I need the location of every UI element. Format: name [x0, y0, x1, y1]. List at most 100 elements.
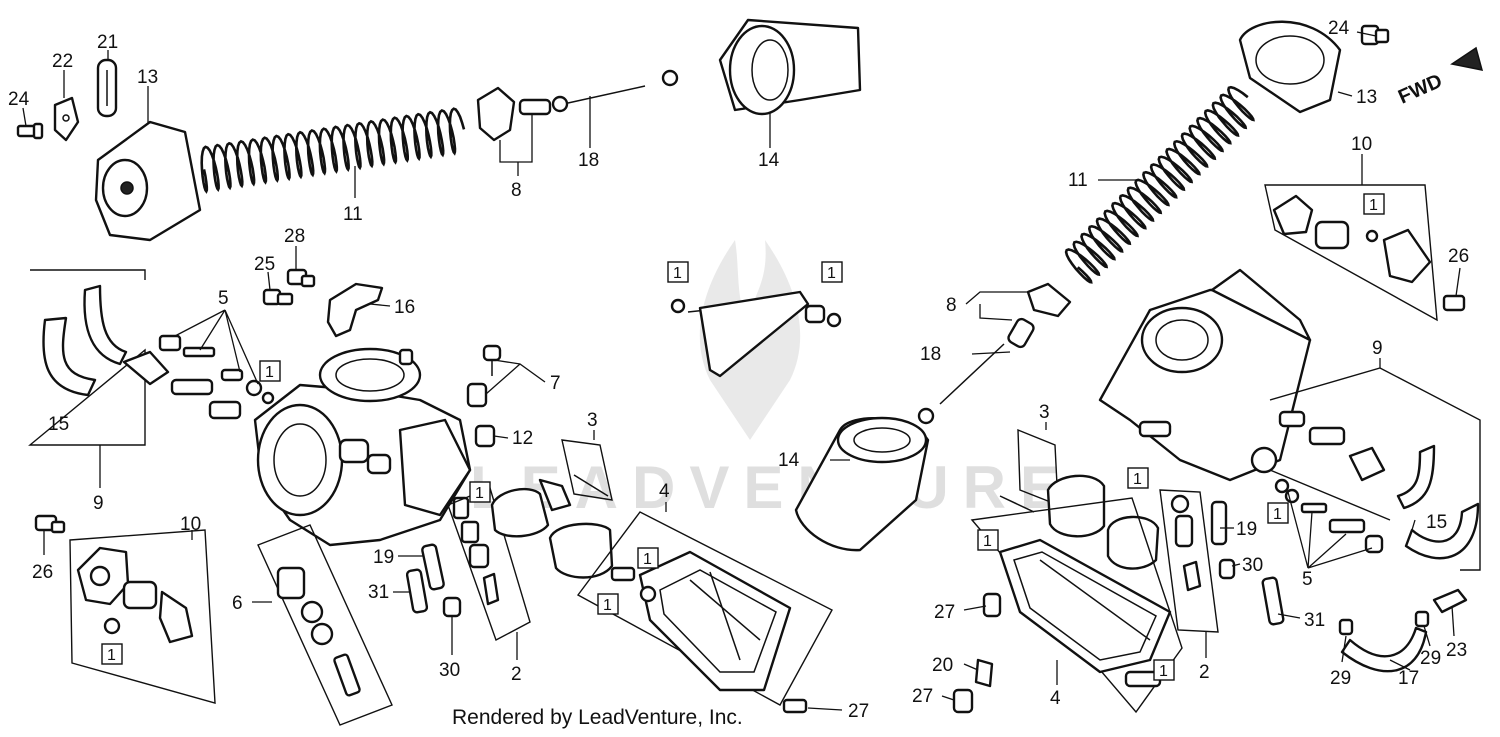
- group-6-box: [257, 524, 393, 726]
- callout-13-right: 13: [1356, 87, 1377, 108]
- boxed-labels: 1 1 1 1 1 1 1 1 1 1 1 1: [101, 193, 1385, 681]
- fwd-label: FWD: [1395, 70, 1446, 109]
- callout-15-right: 15: [1426, 512, 1447, 533]
- part-12-spring: [474, 424, 496, 448]
- callout-13: 13: [137, 67, 158, 88]
- part-31-screw-right: [1261, 576, 1285, 626]
- part-26-screw-left: [34, 514, 66, 534]
- boxed-label-1: 1: [101, 643, 123, 665]
- group-10-right-box: [1264, 184, 1438, 322]
- part-pilot-screw-left: [122, 350, 242, 420]
- callout-26: 26: [32, 562, 53, 583]
- part-7-screw-spring: [466, 344, 502, 408]
- callout-11: 11: [343, 204, 363, 225]
- watermark-text: LEADVENTURE: [470, 454, 1074, 521]
- part-29-clips: [1338, 610, 1430, 636]
- part-pilot-screw-right: [1278, 410, 1386, 482]
- callout-30: 30: [439, 660, 460, 681]
- callout-2-right: 2: [1199, 662, 1210, 683]
- boxed-label-1: 1: [1127, 467, 1149, 489]
- render-credit: Rendered by LeadVenture, Inc.: [452, 706, 743, 729]
- svg-text:1: 1: [1159, 663, 1168, 680]
- svg-text:1: 1: [1273, 506, 1282, 523]
- part-4-float-bowl-left: [638, 550, 792, 692]
- svg-text:1: 1: [673, 265, 682, 282]
- svg-text:1: 1: [603, 597, 612, 614]
- part-24-screw-right: [1360, 24, 1390, 46]
- callout-8-right: 8: [946, 295, 957, 316]
- callout-27-right-upper: 27: [934, 602, 955, 623]
- callout-7: 7: [550, 373, 561, 394]
- part-24-screw-left: [16, 122, 44, 140]
- carburetor-body-right: [1098, 268, 1312, 482]
- part-13-cover-left: [94, 120, 202, 242]
- part-14-funnel-center: [794, 407, 935, 552]
- callout-18-right: 18: [920, 344, 941, 365]
- callout-31: 31: [368, 582, 389, 603]
- callout-25: 25: [254, 254, 275, 275]
- part-19-screw-right: [1210, 500, 1228, 546]
- callout-31-right: 31: [1304, 610, 1325, 631]
- part-13-cover-right: [1238, 20, 1342, 114]
- callout-19-right: 19: [1236, 519, 1257, 540]
- callout-5: 5: [218, 288, 229, 309]
- part-14-funnel-left: [718, 18, 862, 116]
- callout-26-right: 26: [1448, 246, 1469, 267]
- part-20-clip: [974, 658, 994, 688]
- callout-9-right: 9: [1372, 338, 1383, 359]
- callout-12: 12: [512, 428, 533, 449]
- part-5-jets-right: [1274, 478, 1384, 554]
- boxed-label-1: 1: [597, 593, 619, 615]
- callout-23: 23: [1446, 640, 1467, 661]
- part-11-spring-right: [1064, 85, 1255, 284]
- boxed-label-1: 1: [637, 547, 659, 569]
- callout-18: 18: [578, 150, 599, 171]
- callout-15: 15: [48, 414, 69, 435]
- part-27-screw-right: [952, 688, 974, 714]
- callout-10-right: 10: [1351, 134, 1372, 155]
- boxed-label-1: 1: [821, 261, 843, 283]
- boxed-label-1: 1: [1153, 659, 1175, 681]
- part-5-jets-left: [158, 334, 275, 405]
- callout-16: 16: [394, 297, 415, 318]
- boxed-label-1: 1: [1267, 502, 1289, 524]
- callout-5-right: 5: [1302, 569, 1313, 590]
- callout-3: 3: [587, 410, 598, 431]
- callout-4-right: 4: [1050, 688, 1061, 709]
- boxed-label-1: 1: [1363, 193, 1385, 215]
- group-9-left-box: [28, 269, 146, 446]
- boxed-label-1: 1: [667, 261, 689, 283]
- boxed-label-1: 1: [469, 481, 491, 503]
- callout-19: 19: [373, 547, 394, 568]
- callout-22: 22: [52, 51, 73, 72]
- group-2-right-box: [1159, 489, 1219, 633]
- part-16-bracket: [326, 282, 384, 338]
- callout-27-right-lower: 27: [912, 686, 933, 707]
- callout-numbers: 24 22 21 13 11 8 18 14 28 25 5 16 9 15 7…: [8, 18, 1469, 722]
- boxed-label-1: 1: [259, 360, 281, 382]
- part-25-screw: [262, 288, 294, 306]
- group-3-left-box: [561, 439, 613, 501]
- svg-text:1: 1: [265, 364, 274, 381]
- callout-14: 14: [758, 150, 780, 171]
- part-10-accelerator-pump-right: [1272, 194, 1432, 284]
- part-link-shaft: [670, 290, 842, 378]
- part-18-needle-right: [939, 317, 1035, 405]
- callout-24-right: 24: [1328, 18, 1350, 39]
- part-15-hose-right: [1396, 444, 1480, 560]
- svg-text:1: 1: [1133, 471, 1142, 488]
- part-11-spring-left: [200, 107, 466, 194]
- svg-text:1: 1: [107, 647, 116, 664]
- callout-11-right: 11: [1068, 170, 1088, 191]
- callout-4: 4: [659, 481, 670, 502]
- part-10-accelerator-pump-left: [76, 546, 194, 644]
- part-bowl-screws-left: [610, 566, 808, 714]
- group-9-right-box: [1269, 367, 1481, 571]
- part-4-float-bowl-right: [998, 538, 1172, 674]
- callout-8: 8: [511, 180, 522, 201]
- callout-20: 20: [932, 655, 953, 676]
- fwd-arrow-icon: [1450, 46, 1484, 71]
- watermark: LEADVENTURE: [470, 240, 1074, 521]
- callout-29-second: 29: [1420, 648, 1441, 669]
